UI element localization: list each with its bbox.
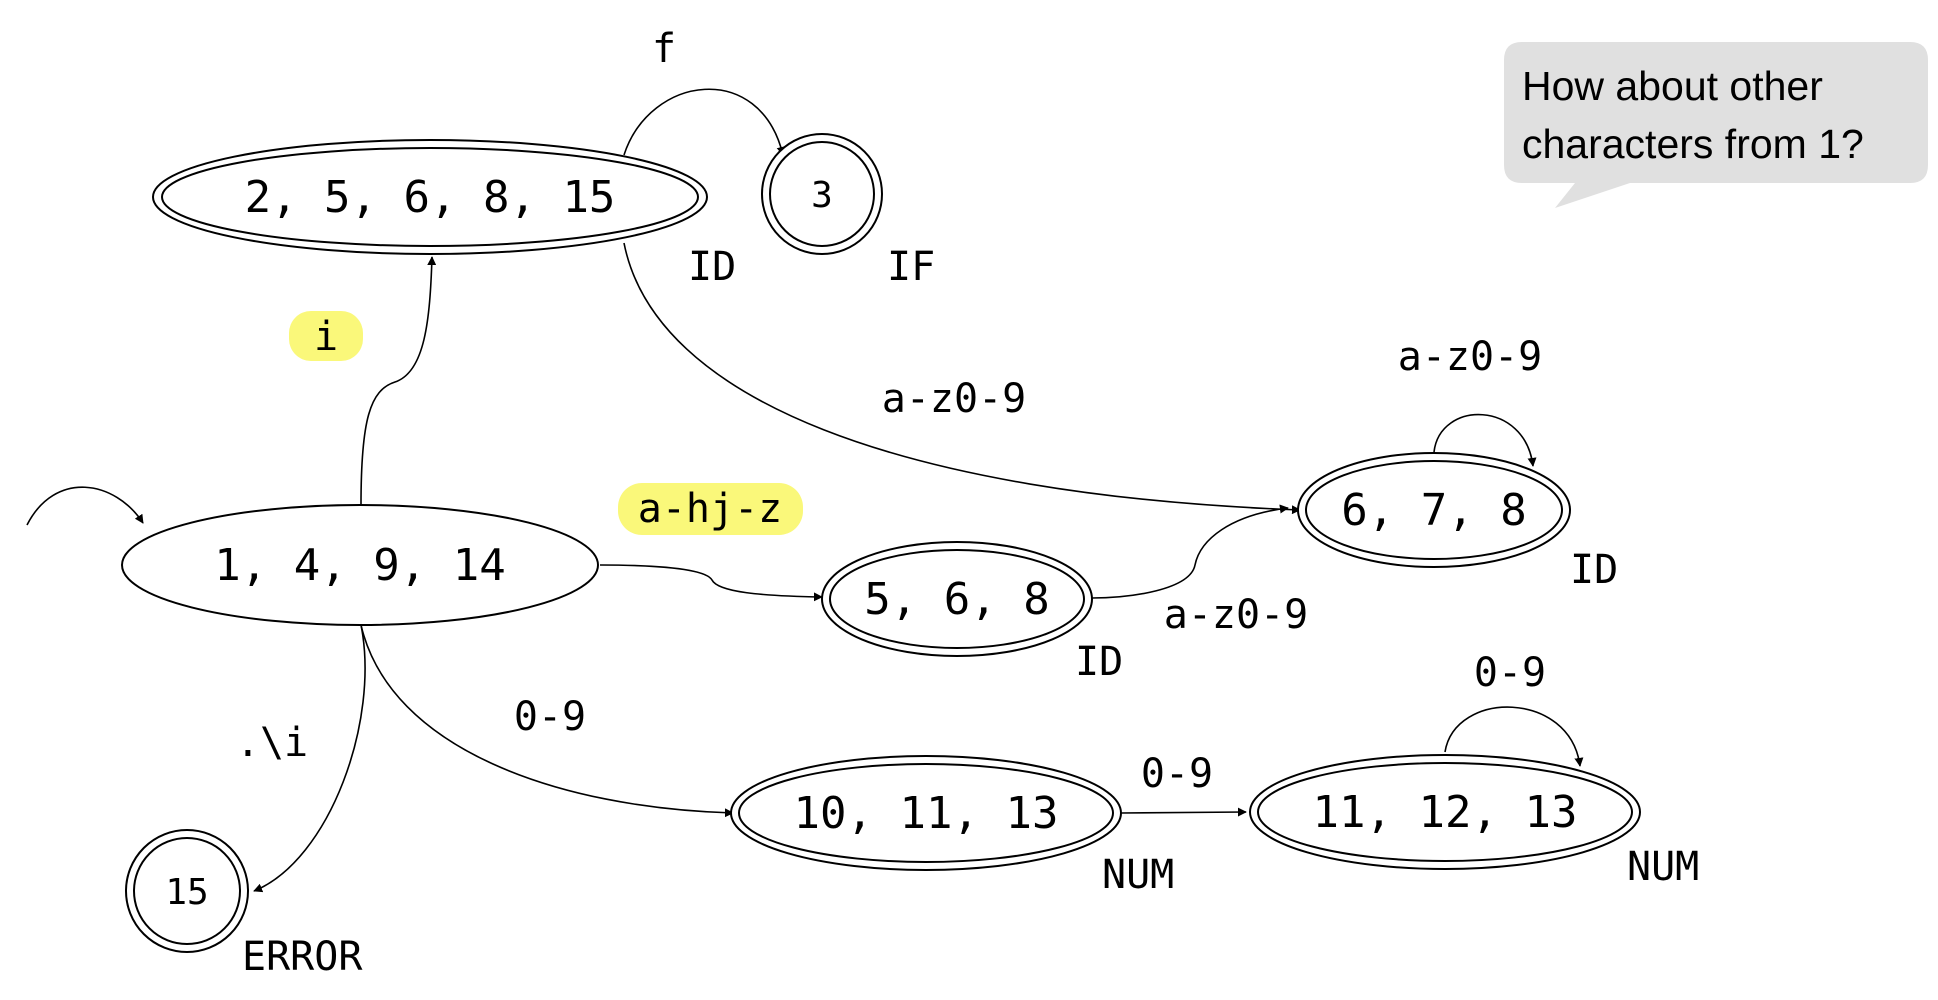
state-s2-inner [161, 147, 699, 247]
speech-bubble-shape [1504, 42, 1928, 208]
edge-label-i: i [314, 314, 338, 360]
token-s5: ID [1570, 547, 1618, 593]
edge-label-s7-loop: 0-9 [1474, 650, 1546, 696]
state-s2: 2, 5, 6, 8, 15 [152, 139, 708, 255]
state-s2-outer [152, 139, 708, 255]
edge-s1-s4 [599, 564, 823, 602]
edge-label-a-hj-z: a-hj-z [638, 486, 783, 532]
edge-s2-s5 [623, 242, 1301, 515]
state-s8: 15 [125, 829, 249, 953]
token-s7: NUM [1627, 844, 1699, 890]
edge-s2-s3 [623, 88, 786, 156]
token-s8: ERROR [242, 934, 363, 980]
state-s3-inner [769, 141, 875, 247]
state-s5-outer [1297, 452, 1571, 568]
state-s1-label: 1, 4, 9, 14 [214, 540, 505, 591]
edge-s1-s6 [360, 624, 734, 818]
edge-s7-loop [1444, 706, 1584, 767]
state-s6-label: 10, 11, 13 [794, 788, 1059, 839]
state-s6-inner [738, 763, 1114, 863]
edge-label-s5-loop: a-z0-9 [1398, 334, 1543, 380]
state-s7-inner [1257, 762, 1633, 862]
edge-label-s6-s7: 0-9 [1141, 751, 1213, 797]
state-s8-label: 15 [165, 872, 208, 913]
edge-label-s1-s8: .\i [236, 720, 308, 766]
state-s1: 1, 4, 9, 14 [121, 504, 599, 626]
edge-label-s1-s6: 0-9 [514, 694, 586, 740]
state-s8-outer [125, 829, 249, 953]
highlight-a-hj-z [618, 483, 803, 535]
speech-bubble-line-2: characters from 1? [1522, 121, 1864, 167]
state-s5-label: 6, 7, 8 [1341, 485, 1526, 536]
state-s1-ellipse [121, 504, 599, 626]
state-s4-outer [821, 541, 1093, 657]
state-s5-inner [1305, 460, 1563, 560]
speech-bubble-line-1: How about other [1522, 63, 1823, 109]
state-s5: 6, 7, 8 [1297, 452, 1571, 568]
state-s4-label: 5, 6, 8 [864, 574, 1049, 625]
edge-label-s2-s5: a-z0-9 [882, 376, 1027, 422]
state-s7: 11, 12, 13 [1249, 754, 1641, 870]
highlight-i [289, 311, 363, 361]
edge-s4-s5 [1091, 504, 1289, 599]
edge-s1-s2 [360, 256, 437, 506]
edge-s6-s7 [1120, 807, 1247, 817]
edge-label-f: f [652, 26, 676, 72]
state-s8-inner [133, 837, 241, 945]
state-s3: 3 [761, 133, 883, 255]
state-s3-label: 3 [811, 175, 833, 216]
speech-bubble: How about other characters from 1? [1504, 42, 1928, 208]
edge-s1-s8 [253, 624, 366, 893]
edge-s5-loop [1433, 413, 1537, 467]
token-s3: IF [887, 244, 935, 290]
token-s4: ID [1075, 639, 1123, 685]
state-s6-outer [730, 755, 1122, 871]
state-s4-inner [829, 549, 1085, 649]
state-s6: 10, 11, 13 [730, 755, 1122, 871]
state-s3-outer [761, 133, 883, 255]
start-edge [26, 486, 144, 526]
token-s6: NUM [1102, 852, 1174, 898]
edge-label-s4-s5: a-z0-9 [1164, 592, 1309, 638]
token-s2: ID [688, 244, 736, 290]
state-s2-label: 2, 5, 6, 8, 15 [245, 172, 616, 223]
edges [26, 88, 1584, 893]
state-s4: 5, 6, 8 [821, 541, 1093, 657]
state-s7-outer [1249, 754, 1641, 870]
state-s7-label: 11, 12, 13 [1313, 787, 1578, 838]
